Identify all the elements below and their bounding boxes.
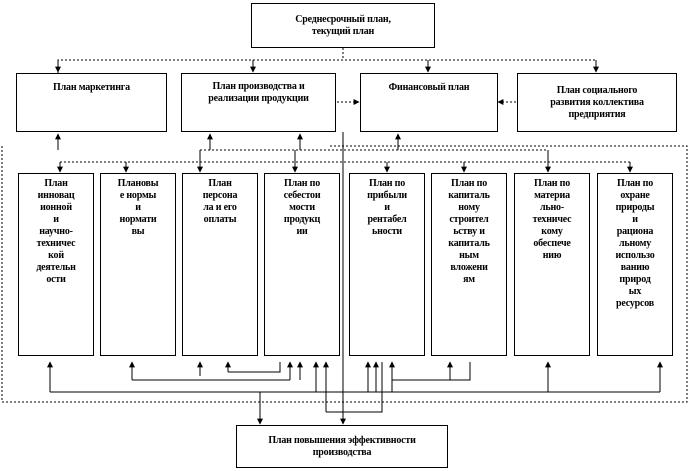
box-production-plan: План производства и реализации продукции (181, 73, 336, 132)
root-box-label: Среднесрочный план, текущий план (295, 13, 391, 37)
outer-dotted-frame (1, 145, 688, 403)
box-personnel-plan: План персона ла и его оплаты (182, 173, 258, 356)
box-social-plan: План социального развития коллектива пре… (517, 73, 677, 132)
box-label: План по капиталь ному строител ьству и к… (448, 178, 490, 285)
box-label: План персона ла и его оплаты (202, 178, 238, 225)
box-capital-construction-plan: План по капиталь ному строител ьству и к… (431, 173, 507, 356)
root-box-medium-term-plan: Среднесрочный план, текущий план (251, 3, 435, 48)
box-marketing-plan: План маркетинга (16, 73, 167, 132)
box-label: Плановы е нормы и нормати вы (117, 178, 159, 237)
box-planned-norms: Плановы е нормы и нормати вы (100, 173, 176, 356)
box-label: План по материа льно- техничес кому обес… (532, 178, 572, 261)
box-label: Финансовый план (388, 81, 470, 93)
box-label: План повышения эффективности производств… (268, 434, 416, 458)
box-label: План по охране природы и рациона льному … (615, 178, 655, 309)
box-innovation-plan: План инновац ионной и научно- техничес к… (18, 173, 94, 356)
box-label: План социального развития коллектива пре… (550, 84, 644, 120)
box-efficiency-plan: План повышения эффективности производств… (236, 425, 448, 468)
box-label: План инновац ионной и научно- техничес к… (36, 178, 76, 285)
box-cost-plan: План по себестои мости продукц ии (264, 173, 340, 356)
box-profit-plan: План по прибыли и рентабел ьности (349, 173, 425, 356)
box-label: План производства и реализации продукции (208, 80, 309, 104)
box-label: План по прибыли и рентабел ьности (367, 178, 407, 237)
box-financial-plan: Финансовый план (360, 73, 498, 132)
box-label: План маркетинга (53, 81, 130, 93)
root-bus (57, 59, 597, 73)
box-environment-plan: План по охране природы и рациона льному … (597, 173, 673, 356)
box-label: План по себестои мости продукц ии (283, 178, 321, 237)
box-material-supply-plan: План по материа льно- техничес кому обес… (514, 173, 590, 356)
